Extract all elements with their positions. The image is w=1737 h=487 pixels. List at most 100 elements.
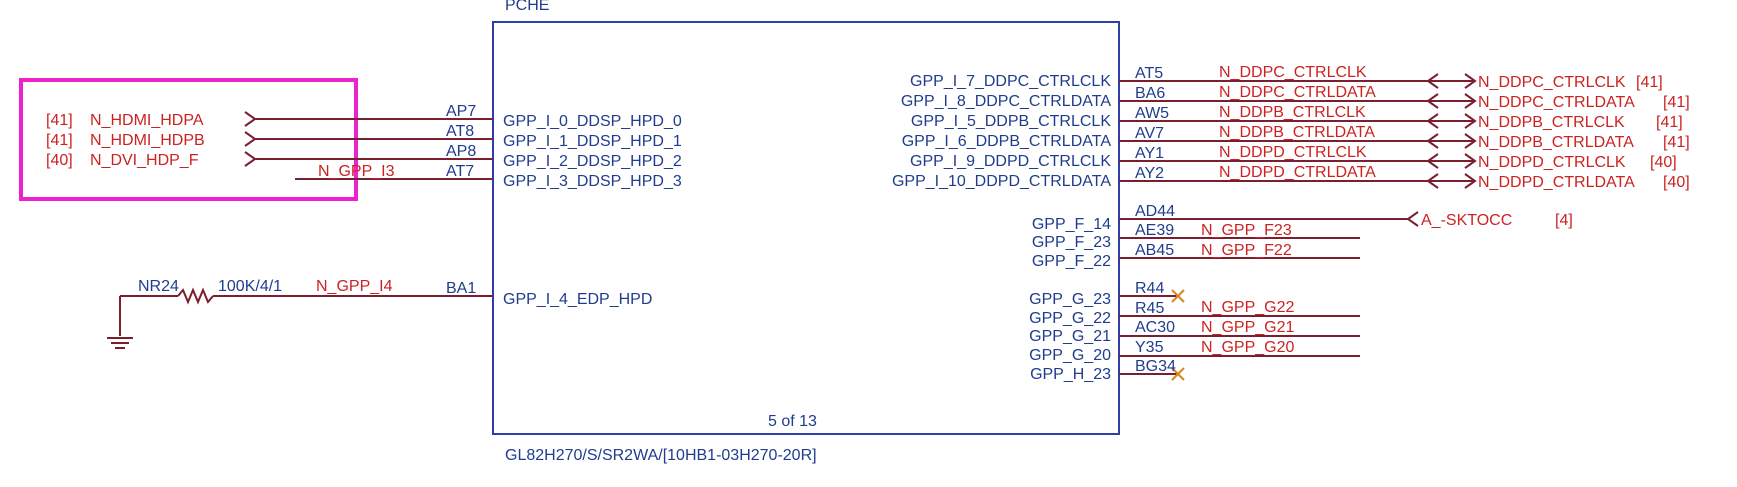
ic-body[interactable] <box>492 21 1120 435</box>
net-label: N_HDMI_HDPB <box>90 132 205 149</box>
pin-name: GPP_G_23 <box>1029 291 1111 308</box>
pin-number: AC30 <box>1135 319 1175 336</box>
left-pin-row[interactable]: [40] N_DVI_HDP_F AP8 GPP_I_2_DDSP_HPD_2 <box>46 143 682 170</box>
right-pin-row[interactable]: GPP_G_22 R45 N_GPP_G22 <box>1029 299 1360 327</box>
right-pin-row[interactable]: GPP_I_8_DDPC_CTRLDATA BA6 N_DDPC_CTRLDAT… <box>901 84 1690 111</box>
no-connect-icon <box>1171 367 1185 381</box>
pin-number: AT7 <box>446 163 474 180</box>
pin-name: GPP_I_3_DDSP_HPD_3 <box>503 173 682 190</box>
pin-number: R45 <box>1135 300 1164 317</box>
offpage-ref: [41] <box>1656 114 1683 131</box>
pin-name: GPP_G_20 <box>1029 347 1111 364</box>
right-pin-row[interactable]: GPP_G_20 Y35 N_GPP_G20 <box>1029 339 1360 364</box>
right-pin-row[interactable]: GPP_H_23 BG34 <box>1030 358 1185 383</box>
bidirectional-connector-icon <box>1426 93 1439 109</box>
pin-number: BA1 <box>446 280 476 297</box>
pin-name: GPP_F_22 <box>1032 253 1111 270</box>
bidirectional-connector-icon <box>1426 153 1439 169</box>
right-ddc-pin-group: GPP_I_7_DDPC_CTRLCLK AT5 N_DDPC_CTRLCLK … <box>892 64 1690 191</box>
net-label: N_GPP_I4 <box>316 278 393 295</box>
pin-name: GPP_I_4_EDP_HPD <box>503 291 652 308</box>
left-pin-row[interactable]: N_GPP_I3 AT7 GPP_I_3_DDSP_HPD_3 <box>295 163 682 190</box>
offpage-ref: [41] <box>1663 94 1690 111</box>
pin-name: GPP_G_21 <box>1029 328 1111 345</box>
bidirectional-connector-icon <box>1464 133 1477 149</box>
right-pin-row[interactable]: GPP_I_5_DDPB_CTRLCLK AW5 N_DDPB_CTRLCLK … <box>911 104 1683 131</box>
net-label: N_DDPC_CTRLDATA <box>1219 84 1376 101</box>
net-label: N_DDPB_CTRLCLK <box>1219 104 1366 121</box>
net-label: N_GPP_G20 <box>1201 339 1294 356</box>
right-g-pin-group: GPP_G_23 R44 GPP_G_22 R45 N_GPP_G22 GPP_… <box>1029 280 1360 383</box>
part-number: GL82H270/S/SR2WA/[10HB1-03H270-20R] <box>505 447 817 464</box>
left-pin-row[interactable]: [41] N_HDMI_HDPB AT8 GPP_I_1_DDSP_HPD_1 <box>46 123 682 150</box>
bidirectional-connector-icon <box>1464 113 1477 129</box>
right-pin-row[interactable]: GPP_G_23 R44 <box>1029 280 1185 308</box>
bidirectional-connector-icon <box>1426 113 1439 129</box>
net-label: N_DDPD_CTRLCLK <box>1219 144 1367 161</box>
pin-number: AD44 <box>1135 203 1175 220</box>
offpage-net-label: N_DDPC_CTRLDATA <box>1478 94 1635 111</box>
right-pin-row[interactable]: GPP_I_10_DDPD_CTRLDATA AY2 N_DDPD_CTRLDA… <box>892 164 1690 191</box>
pin-number: AY2 <box>1135 165 1164 182</box>
net-label: N_DDPB_CTRLDATA <box>1219 124 1375 141</box>
pin-number: AY1 <box>1135 145 1164 162</box>
left-pin-row[interactable]: [41] N_HDMI_HDPA AP7 GPP_I_0_DDSP_HPD_0 <box>46 103 682 130</box>
pin-name: GPP_I_1_DDSP_HPD_1 <box>503 133 682 150</box>
offpage-connector-icon <box>244 111 257 127</box>
right-pin-row[interactable]: GPP_I_9_DDPD_CTRLCLK AY1 N_DDPD_CTRLCLK … <box>910 144 1677 171</box>
pin-name: GPP_I_0_DDSP_HPD_0 <box>503 113 682 130</box>
pin-number: AW5 <box>1135 105 1169 122</box>
right-pin-row[interactable]: GPP_F_23 AE39 N_GPP_F23 <box>1032 222 1360 251</box>
page-indicator: 5 of 13 <box>768 413 817 430</box>
component-ref: PCHE <box>505 0 549 14</box>
net-label: N_GPP_F22 <box>1201 242 1292 259</box>
pin-name: GPP_I_7_DDPC_CTRLCLK <box>910 73 1111 90</box>
right-pin-row[interactable]: GPP_I_6_DDPB_CTRLDATA AV7 N_DDPB_CTRLDAT… <box>902 124 1690 151</box>
pin-number: AT5 <box>1135 65 1163 82</box>
offpage-ref: [41] <box>1636 74 1663 91</box>
net-ref: [41] <box>46 132 73 149</box>
pin-number: R44 <box>1135 280 1164 297</box>
pin-number: AP8 <box>446 143 476 160</box>
pin-number: BA6 <box>1135 85 1165 102</box>
offpage-net-label: N_DDPB_CTRLCLK <box>1478 114 1625 131</box>
edp-hpd-circuit[interactable]: NR24 100K/4/1 N_GPP_I4 BA1 GPP_I_4_EDP_H… <box>107 278 652 349</box>
right-f-pin-group: GPP_F_14 AD44 A_-SKTOCC [4] GPP_F_23 AE3… <box>1032 203 1573 270</box>
bidirectional-connector-icon <box>1464 153 1477 169</box>
resistor-value: 100K/4/1 <box>218 278 282 295</box>
pin-number: AE39 <box>1135 222 1174 239</box>
net-ref: [41] <box>46 112 73 129</box>
offpage-connector-icon <box>244 131 257 147</box>
pin-name: GPP_G_22 <box>1029 310 1111 327</box>
offpage-ref: [40] <box>1650 154 1677 171</box>
pin-name: GPP_I_5_DDPB_CTRLCLK <box>911 113 1111 130</box>
pin-number: BG34 <box>1135 358 1176 375</box>
pin-name: GPP_I_6_DDPB_CTRLDATA <box>902 133 1112 150</box>
offpage-connector-icon <box>244 151 257 167</box>
net-ref: [40] <box>46 152 73 169</box>
pin-name: GPP_F_14 <box>1032 216 1111 233</box>
net-label: N_GPP_F23 <box>1201 222 1292 239</box>
offpage-ref: [41] <box>1663 134 1690 151</box>
resistor-ref: NR24 <box>138 278 179 295</box>
right-pin-row[interactable]: GPP_I_7_DDPC_CTRLCLK AT5 N_DDPC_CTRLCLK … <box>910 64 1663 91</box>
offpage-ref: [4] <box>1555 212 1573 229</box>
net-label: N_DDPD_CTRLDATA <box>1219 164 1376 181</box>
no-connect-icon <box>1171 289 1185 303</box>
right-pin-row[interactable]: GPP_F_14 AD44 A_-SKTOCC [4] <box>1032 203 1573 233</box>
offpage-ref: [40] <box>1663 174 1690 191</box>
offpage-net-label: A_-SKTOCC <box>1421 212 1512 229</box>
right-pin-row[interactable]: GPP_G_21 AC30 N_GPP_G21 <box>1029 319 1360 345</box>
pin-name: GPP_I_2_DDSP_HPD_2 <box>503 153 682 170</box>
net-label: N_GPP_G21 <box>1201 319 1294 336</box>
offpage-net-label: N_DDPD_CTRLDATA <box>1478 174 1635 191</box>
bidirectional-connector-icon <box>1464 93 1477 109</box>
pin-name: GPP_H_23 <box>1030 366 1111 383</box>
resistor-symbol <box>177 287 214 305</box>
bidirectional-connector-icon <box>1464 173 1477 189</box>
offpage-net-label: N_DDPB_CTRLDATA <box>1478 134 1634 151</box>
right-pin-row[interactable]: GPP_F_22 AB45 N_GPP_F22 <box>1032 242 1360 270</box>
pin-number: AT8 <box>446 123 474 140</box>
pin-name: GPP_I_8_DDPC_CTRLDATA <box>901 93 1111 110</box>
